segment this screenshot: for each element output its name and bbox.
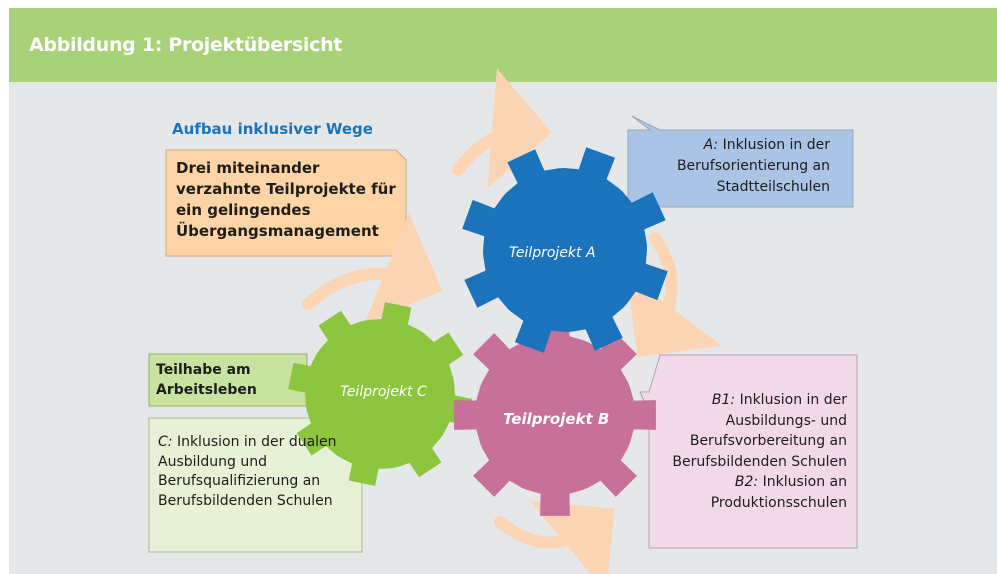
gear-c-label: Teilprojekt C bbox=[340, 384, 427, 400]
callout-b1-body: Inklusion in der Ausbildungs- und Berufs… bbox=[672, 392, 847, 470]
gear-b-shape bbox=[454, 314, 656, 516]
callout-a-text: A: Inklusion in der Berufsorientierung a… bbox=[640, 135, 830, 198]
arrow-left bbox=[302, 212, 443, 325]
gear-a-shape bbox=[462, 147, 668, 353]
callout-c-prefix: C: bbox=[158, 434, 173, 450]
callout-b-text: B1: Inklusion in der Ausbildungs- und Be… bbox=[655, 390, 847, 513]
callout-box-a bbox=[627, 115, 854, 208]
callout-a-prefix: A: bbox=[703, 137, 719, 153]
callout-b2-prefix: B2: bbox=[734, 474, 759, 490]
callout-b1-prefix: B1: bbox=[711, 392, 736, 408]
gear-teilprojekt-a bbox=[462, 147, 668, 353]
intro-text: Drei miteinander verzahnte Teilprojekte … bbox=[176, 159, 396, 240]
gear-b-label: Teilprojekt B bbox=[503, 410, 610, 428]
callout-a-body: Inklusion in der Berufsorientierung an S… bbox=[676, 137, 830, 195]
arrow-bottom bbox=[494, 500, 615, 574]
teilhabe-label-box bbox=[148, 353, 308, 407]
teilhabe-label: Teilhabe am Arbeitsleben bbox=[156, 362, 257, 398]
diagram-subtitle: Aufbau inklusiver Wege bbox=[172, 120, 373, 138]
callout-box-b bbox=[639, 354, 858, 549]
gear-teilprojekt-b bbox=[454, 314, 656, 516]
callout-c-body: Inklusion in der dualen Ausbildung und B… bbox=[158, 434, 337, 509]
arrow-top bbox=[452, 68, 552, 189]
intro-box bbox=[165, 149, 407, 257]
callout-b2-body: Inklusion an Produktionsschulen bbox=[710, 474, 847, 511]
arrow-right bbox=[625, 232, 722, 358]
gear-c-shape bbox=[288, 302, 472, 486]
gear-a-label: Teilprojekt A bbox=[509, 245, 596, 261]
gear-teilprojekt-c bbox=[288, 302, 472, 486]
figure-title: Abbildung 1: Projektübersicht bbox=[29, 34, 343, 56]
callout-c-text: C: Inklusion in der dualen Ausbildung un… bbox=[158, 433, 363, 511]
